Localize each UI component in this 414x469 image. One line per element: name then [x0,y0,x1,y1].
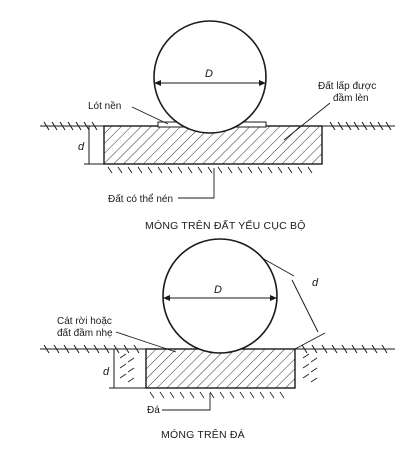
bottom-trench-fill [145,348,296,389]
bottom-pipe-circle [162,238,278,354]
top-bedding-leader [131,106,169,125]
bottom-sand-label-line2: đất đầm nhẹ [57,327,113,339]
bottom-offset-ext-upper [261,257,295,277]
bottom-offset-dimension [291,279,319,333]
bottom-caption: MÓNG TRÊN ĐÁ [161,428,245,441]
top-diagram: D Lót nền Đất lấp được đầm lèn d Đất có … [40,20,395,232]
top-backfill-label-line2: đầm lèn [333,92,369,104]
top-diameter-label: D [205,68,213,80]
bottom-depth-label: d [103,366,110,378]
top-soil-marks [107,166,313,174]
bottom-offset-ext-lower [294,332,326,350]
bottom-diameter-label: D [214,284,222,296]
bottom-sand-label-line1: Cát rời hoặc [57,316,112,327]
top-backfill-label-line1: Đất lấp được [318,80,376,92]
bottom-offset-label: d [312,277,319,289]
top-caption: MÓNG TRÊN ĐẤT YẾU CỤC BỘ [145,219,306,232]
top-depth-label: d [78,141,85,153]
top-backfill-leader [283,102,331,141]
bottom-rock-label: Đá [147,405,160,416]
top-bedding-label: Lót nền [88,100,121,112]
bottom-rock-leader [162,393,211,411]
bottom-sand-leader [115,331,177,353]
top-pipe-circle [153,20,267,134]
top-soil-label: Đất có thể nén [108,193,173,205]
top-soil-leader [178,168,215,199]
bottom-ground-line [40,344,395,354]
bottom-rock-marks [119,353,318,399]
bottom-diagram: D d Cát rời hoặc đất đầm nhẹ d Đá MÓNG T… [40,238,395,441]
